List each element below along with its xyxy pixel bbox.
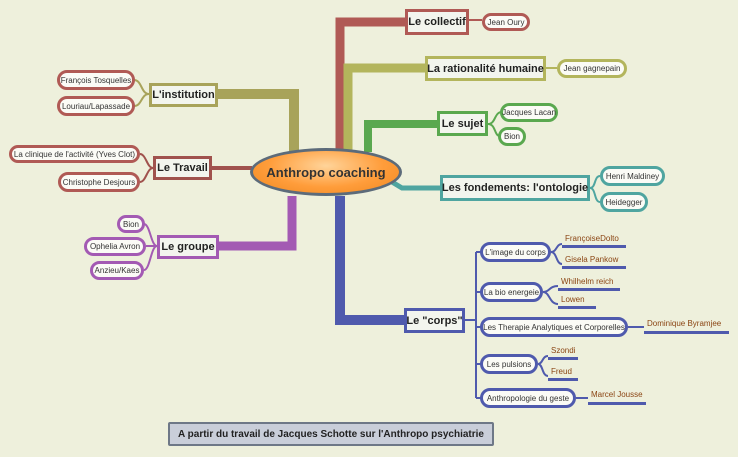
subtopic-image-du-corps[interactable]: L'image du corps bbox=[480, 242, 551, 262]
branch-rationalite bbox=[343, 63, 425, 155]
leaf-dominique-byramjee[interactable]: Dominique Byramjee bbox=[644, 318, 729, 334]
branch-groupe bbox=[219, 196, 297, 251]
subtopic-francois-tosquelles[interactable]: François Tosquelles bbox=[57, 70, 135, 90]
subtopic-jacques-lacan[interactable]: Jacques Lacan bbox=[500, 103, 558, 122]
leaf-marcel-jousse[interactable]: Marcel Jousse bbox=[588, 389, 646, 405]
topic-travail[interactable]: Le Travail bbox=[153, 156, 212, 180]
subtopic-bio-energeie[interactable]: La bio energeie bbox=[480, 282, 543, 302]
branch-sujet bbox=[364, 120, 437, 152]
branch-corps bbox=[335, 196, 404, 325]
topic-groupe[interactable]: Le groupe bbox=[157, 235, 219, 259]
subtopic-pulsions[interactable]: Les pulsions bbox=[480, 354, 538, 374]
subtopic-anzieu-kaes[interactable]: Anzieu/Kaes bbox=[90, 261, 144, 280]
subtopic-jean-gagnepain[interactable]: Jean gagnepain bbox=[557, 59, 627, 78]
subtopic-christophe-desjours[interactable]: Christophe Desjours bbox=[58, 172, 140, 192]
subtopic-ophelia-avron[interactable]: Ophelia Avron bbox=[84, 237, 146, 256]
topic-rationalite-humaine[interactable]: La rationalité humaine bbox=[425, 56, 546, 81]
leaf-szondi[interactable]: Szondi bbox=[548, 346, 578, 360]
subtopic-clinique-activite[interactable]: La clinique de l'activité (Yves Clot) bbox=[9, 145, 140, 163]
topic-collectif[interactable]: Le collectif bbox=[405, 9, 469, 35]
subtopic-heidegger[interactable]: Heidegger bbox=[600, 192, 648, 212]
subtopic-henri-maldiney[interactable]: Henri Maldiney bbox=[600, 166, 665, 186]
subtopic-bion-groupe[interactable]: Bion bbox=[117, 215, 145, 233]
subtopic-therapie-analytiques[interactable]: Les Therapie Analytiques et Corporelles bbox=[480, 317, 628, 337]
subtopic-louriau-lapassade[interactable]: Louriau/Lapassade bbox=[57, 96, 135, 116]
topic-sujet[interactable]: Le sujet bbox=[437, 111, 488, 136]
topic-fondements-ontologie[interactable]: Les fondements: l'ontologie bbox=[440, 175, 590, 201]
leaf-lowen[interactable]: Lowen bbox=[558, 294, 596, 309]
subtopic-bion-sujet[interactable]: Bion bbox=[498, 127, 526, 146]
footer-caption: A partir du travail de Jacques Schotte s… bbox=[168, 422, 494, 446]
topic-institution[interactable]: L'institution bbox=[149, 83, 218, 107]
leaf-whilhelm-reich[interactable]: Whilhelm reich bbox=[558, 276, 620, 291]
subtopic-jean-oury[interactable]: Jean Oury bbox=[482, 13, 530, 31]
leaf-freud[interactable]: Freud bbox=[548, 366, 578, 381]
leaf-francoise-dolto[interactable]: FrançoiseDolto bbox=[562, 234, 626, 248]
subtopic-anthropologie-geste[interactable]: Anthropologie du geste bbox=[480, 388, 576, 408]
branch-institution bbox=[218, 89, 299, 152]
center-topic[interactable]: Anthropo coaching bbox=[250, 148, 402, 196]
branch-fondements bbox=[390, 179, 440, 191]
leaf-gisela-pankow[interactable]: Gisela Pankow bbox=[562, 254, 626, 269]
branch-collectif bbox=[335, 17, 405, 155]
topic-corps[interactable]: Le "corps" bbox=[404, 308, 465, 333]
